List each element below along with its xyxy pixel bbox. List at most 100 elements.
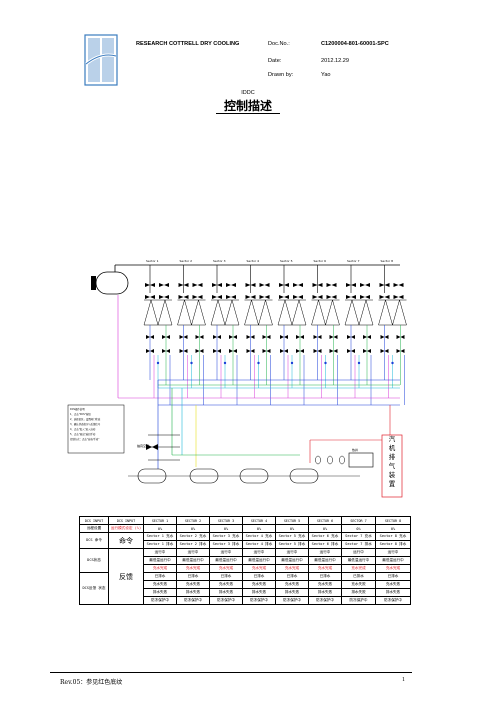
table-cell: Sector 8 排水 bbox=[375, 540, 411, 549]
table-cell: 0% bbox=[242, 524, 276, 533]
table-cell: Sector 6 充水 bbox=[308, 532, 342, 541]
table-cell: 0% bbox=[375, 524, 411, 533]
table-cell: 0% bbox=[308, 524, 342, 533]
table-cell: 运行模式设定 (%) bbox=[108, 524, 144, 533]
table-header-cell: SECTOR 5 bbox=[275, 516, 309, 525]
sector-unit-icon bbox=[210, 265, 240, 405]
table-cell: 充水完成 bbox=[143, 564, 177, 573]
table-cell: 充水完成 bbox=[308, 564, 342, 573]
title-underline bbox=[216, 113, 280, 114]
table-header-cell: SECTOR 7 bbox=[341, 516, 376, 525]
table-cell: 防冻保护中 bbox=[242, 596, 276, 605]
sector-label: Sector 2 bbox=[180, 259, 193, 263]
svg-text:汽机排气装置: 汽机排气装置 bbox=[389, 434, 396, 488]
pump-label: 抽真空泵 bbox=[137, 443, 149, 448]
table-header-cell: SECTOR 8 bbox=[375, 516, 411, 525]
table-cell: 已排水 bbox=[341, 572, 376, 581]
table-cell: 排水失败 bbox=[242, 588, 276, 597]
table-cell: Sector 2 排水 bbox=[176, 540, 210, 549]
table-cell: 充水完成 bbox=[209, 564, 243, 573]
table-header-cell: SECTOR 1 bbox=[143, 516, 177, 525]
sector-unit-icon bbox=[277, 265, 307, 405]
table-cell: Sector 4 排水 bbox=[242, 540, 276, 549]
page-number: 1 bbox=[402, 677, 405, 683]
drawn-by-label: Drawn by: bbox=[268, 72, 294, 78]
doc-subtitle: IDDC bbox=[241, 90, 255, 96]
table-cell: 防冻保护中 bbox=[341, 596, 376, 605]
drawn-by-value: Yao bbox=[321, 72, 331, 78]
sector-unit-icon bbox=[378, 265, 407, 405]
sector-label: Sector 8 bbox=[381, 259, 394, 263]
table-cell: 充水完成 bbox=[275, 564, 309, 573]
doc-no-label: Doc.No.: bbox=[268, 41, 290, 47]
table-cell: 充水失败 bbox=[275, 580, 309, 589]
table-cell: 防冻保护中 bbox=[176, 596, 210, 605]
table-cell: 最低温运行中 bbox=[143, 556, 177, 565]
table-cell: 最低温运行中 bbox=[308, 556, 342, 565]
table-cell: 充水完成 bbox=[242, 564, 276, 573]
table-cell: Sector 7 排水 bbox=[341, 540, 376, 549]
sector-unit-icon bbox=[244, 265, 273, 405]
table-cell: 充水失败 bbox=[308, 580, 342, 589]
sector-label: Sector 1 bbox=[146, 259, 159, 263]
table-cell: Sector 5 充水 bbox=[275, 532, 309, 541]
sector-units bbox=[143, 265, 407, 405]
table-cell: Sector 3 充水 bbox=[209, 532, 243, 541]
table-cell: 充水失败 bbox=[375, 580, 411, 589]
table-cell: 最低温运行中 bbox=[242, 556, 276, 565]
table-cell: 防冻保护中 bbox=[308, 596, 342, 605]
table-cell: 运行中 bbox=[275, 548, 309, 557]
company-logo-icon bbox=[84, 34, 118, 86]
sector-labels: Sector 1 Sector 2 Sector 3 Sector 4 Sector 5… bbox=[146, 259, 393, 263]
table-cell: 远程设置 bbox=[79, 524, 109, 533]
table-cell: 0% bbox=[341, 524, 376, 533]
table-cell: 充水完成 bbox=[341, 564, 376, 573]
drain-tanks bbox=[128, 468, 360, 484]
hot-well-label: 热井 bbox=[352, 447, 358, 452]
sector-label: Sector 6 bbox=[314, 259, 327, 263]
table-cell: 0% bbox=[275, 524, 309, 533]
table-cell: 反馈 bbox=[108, 548, 144, 605]
date-label: Date: bbox=[268, 58, 282, 64]
sector-unit-icon bbox=[143, 265, 173, 405]
table-cell: 充水失败 bbox=[143, 580, 177, 589]
table-cell: 充水失败 bbox=[341, 580, 376, 589]
date-value: 2012.12.29 bbox=[321, 58, 349, 64]
table-cell: 0% bbox=[143, 524, 177, 533]
table-cell: Sector 2 充水 bbox=[176, 532, 210, 541]
left-vessel-icon bbox=[91, 265, 129, 295]
sector-label: Sector 4 bbox=[247, 259, 260, 263]
sector-label: Sector 3 bbox=[213, 259, 226, 263]
table-cell: 运行中 bbox=[242, 548, 276, 557]
table-cell: 已排水 bbox=[209, 572, 243, 581]
table-cell: 排水失败 bbox=[375, 588, 411, 597]
table-cell: 排水失败 bbox=[209, 588, 243, 597]
table-cell: 充水完成 bbox=[176, 564, 210, 573]
table-header-cell: SECTOR 2 bbox=[176, 516, 210, 525]
table-cell: 充水失败 bbox=[242, 580, 276, 589]
table-cell: 最低温运行中 bbox=[375, 556, 411, 565]
table-cell: 0% bbox=[209, 524, 243, 533]
sector-label: Sector 7 bbox=[347, 259, 360, 263]
table-cell: 排水失败 bbox=[143, 588, 177, 597]
table-cell: Sector 7 充水 bbox=[341, 532, 376, 541]
sector-unit-icon bbox=[177, 265, 206, 405]
table-cell: 运行中 bbox=[375, 548, 411, 557]
table-cell: 排水失败 bbox=[176, 588, 210, 597]
table-cell: Sector 4 充水 bbox=[242, 532, 276, 541]
sector-label: Sector 5 bbox=[280, 259, 293, 263]
table-cell: 最低温运行中 bbox=[176, 556, 210, 565]
doc-no: C1200004-801-60001-SPC bbox=[321, 41, 389, 47]
sector-unit-icon bbox=[311, 265, 340, 405]
table-cell: 运行中 bbox=[341, 548, 376, 557]
table-cell: 最低温运行中 bbox=[275, 556, 309, 565]
table-cell: 排水失败 bbox=[341, 588, 376, 597]
table-cell: 运行中 bbox=[209, 548, 243, 557]
table-cell: Sector 3 排水 bbox=[209, 540, 243, 549]
table-cell: 排水失败 bbox=[308, 588, 342, 597]
table-cell: 已排水 bbox=[275, 572, 309, 581]
table-header-cell: SECTOR 3 bbox=[209, 516, 243, 525]
table-cell: 排水失败 bbox=[275, 588, 309, 597]
drain-valves bbox=[315, 455, 345, 465]
